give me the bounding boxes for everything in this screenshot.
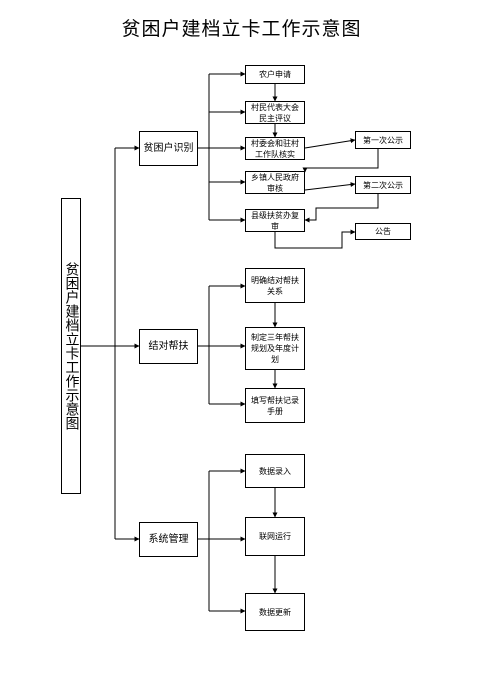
step-village-review: 村民代表大会 民主评议 <box>245 101 305 124</box>
notice-first: 第一次公示 <box>355 131 411 149</box>
step-network-run: 联网运行 <box>245 517 305 556</box>
step-apply: 农户申请 <box>245 65 305 84</box>
category-identify: 贫困户识别 <box>139 131 198 166</box>
step-pairing: 明确结对帮扶 关系 <box>245 268 305 303</box>
root-box: 贫困户建档立卡工作示意图 <box>61 198 81 494</box>
step-plan: 制定三年帮扶 规划及年度计 划 <box>245 327 305 370</box>
step-record: 填写帮扶记录 手册 <box>245 388 305 423</box>
step-data-update: 数据更新 <box>245 593 305 631</box>
step-committee-verify: 村委会和驻村 工作队核实 <box>245 137 305 160</box>
step-data-entry: 数据录入 <box>245 454 305 488</box>
step-county-review: 县级扶贫办复 审 <box>245 209 305 232</box>
page-title: 贫困户建档立卡工作示意图 <box>121 18 362 40</box>
step-township-audit: 乡镇人民政府 审核 <box>245 171 305 194</box>
category-assist: 结对帮扶 <box>139 329 198 364</box>
notice-second: 第二次公示 <box>355 176 411 194</box>
notice-announcement: 公告 <box>355 223 411 240</box>
category-system: 系统管理 <box>139 522 198 557</box>
